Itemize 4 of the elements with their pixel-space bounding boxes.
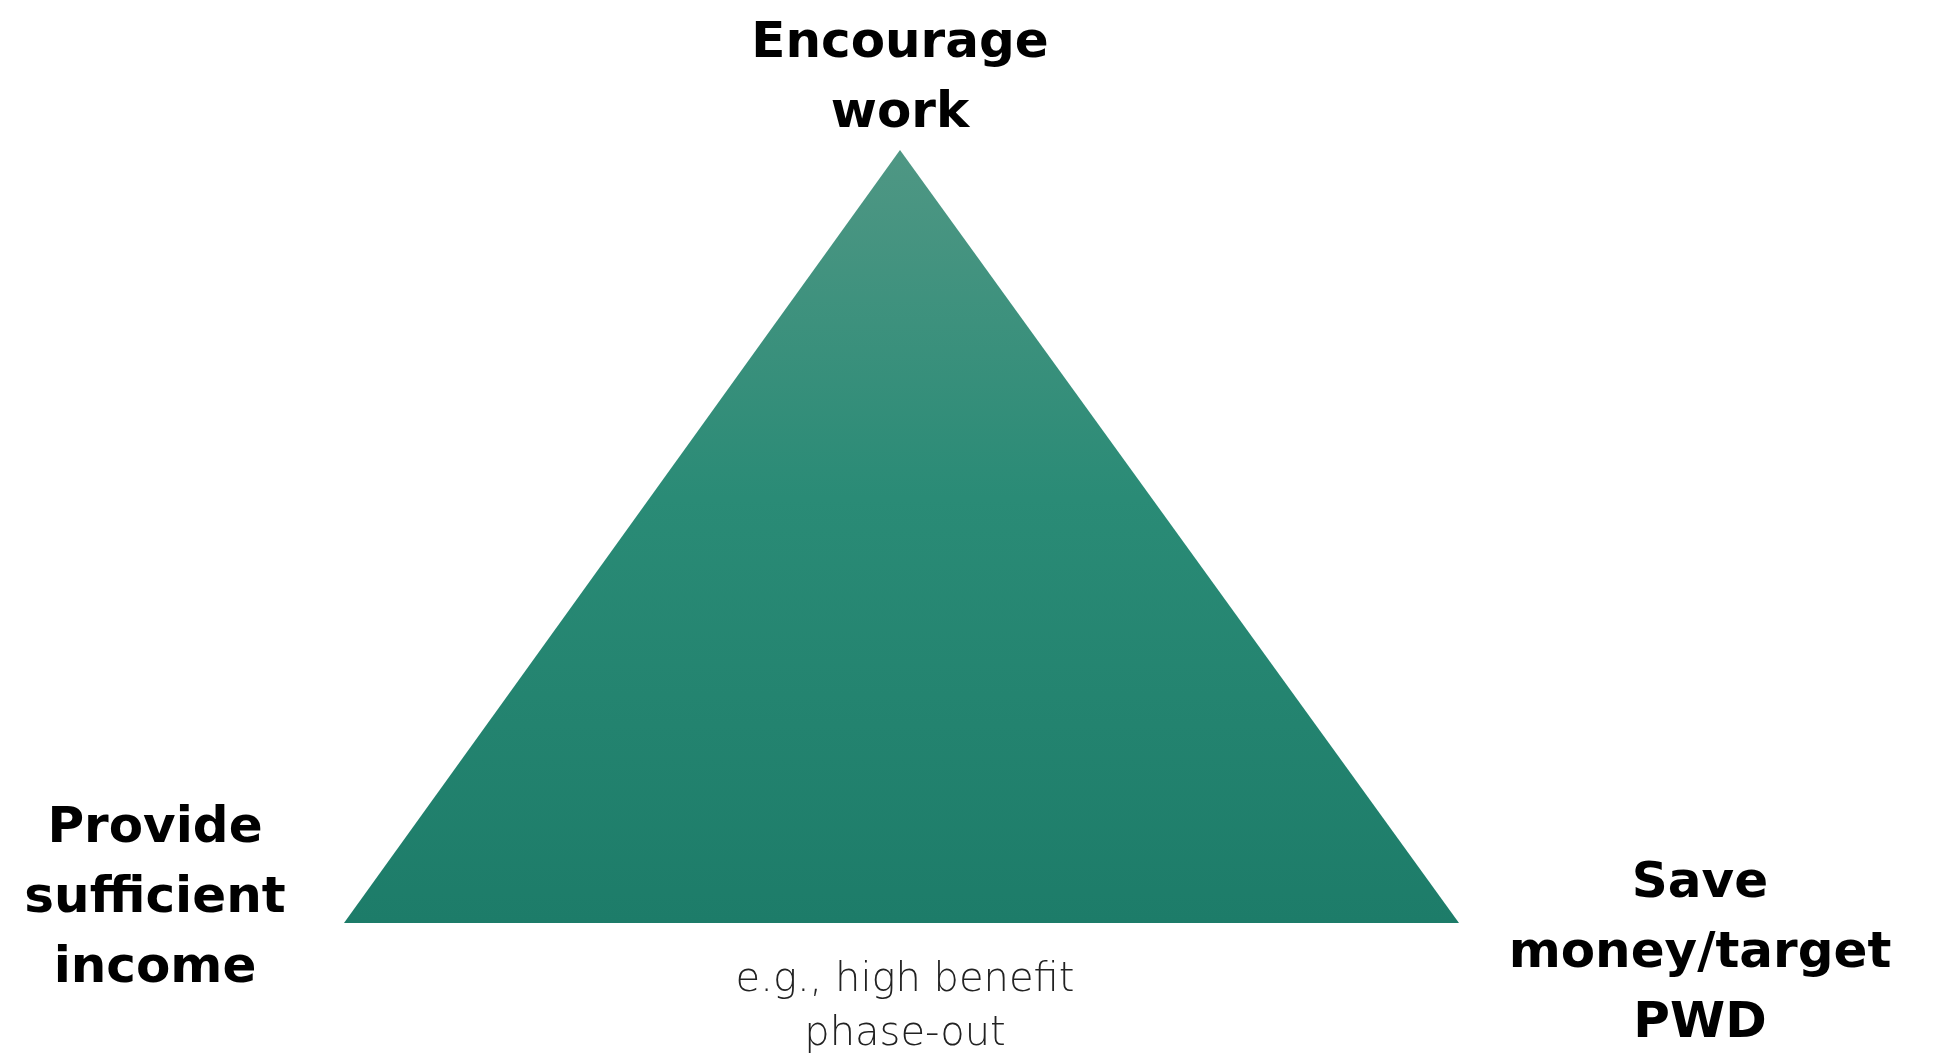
vertex-label: Save money/target PWD — [1507, 850, 1893, 1051]
vertex-label: Provide sufficient income — [23, 795, 287, 996]
example-note: e.g., high benefit phase-out — [734, 953, 1076, 1056]
vertex-label: Encourage work — [750, 10, 1050, 141]
